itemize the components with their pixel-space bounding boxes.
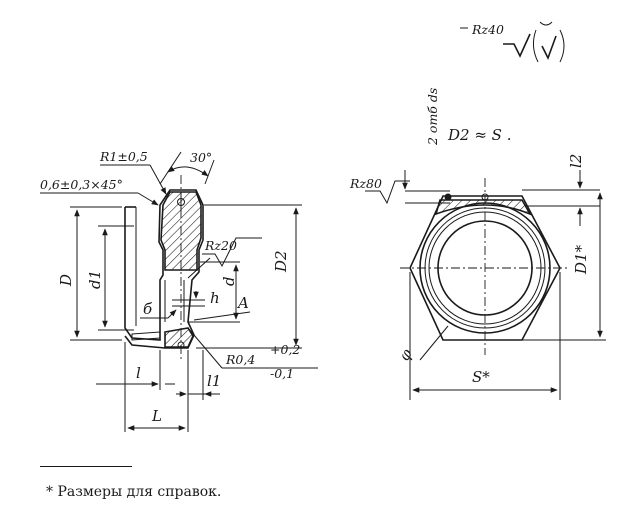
dim-L: L: [151, 407, 162, 425]
general-roughness: Rz40: [460, 21, 565, 63]
dim-l2: l2: [567, 154, 585, 168]
dim-l: l: [136, 364, 141, 382]
section-hatch-bottom: [164, 327, 194, 348]
chamfer-note: 0,6±0,3×45°: [40, 177, 123, 192]
finish-bore: Rz20: [204, 238, 237, 253]
footnote-rule: [40, 466, 132, 467]
radius-top: R1±0,5: [99, 149, 148, 164]
dim-b: б: [143, 300, 153, 318]
dim-d1: d1: [86, 270, 104, 289]
dim-h: h: [210, 289, 220, 307]
dim-S: S*: [472, 368, 490, 386]
finish-face: Rz80: [349, 176, 382, 191]
footnote: * Размеры для справок.: [46, 484, 222, 500]
runout-note: 2 отб ds: [425, 88, 440, 146]
radius-groove: R0,4: [225, 352, 255, 367]
dim-d: d: [220, 276, 238, 286]
side-view: D d1 d D2 30° R1±0,5 0,6±0,3×45° Rz20: [40, 149, 318, 432]
angle-30: 30°: [190, 150, 212, 165]
technical-drawing: D d1 d D2 30° R1±0,5 0,6±0,3×45° Rz20: [40, 21, 606, 432]
radius-groove-tol-lower: -0,1: [270, 366, 294, 381]
dim-D1: D1*: [572, 244, 590, 275]
dim-A: A: [236, 294, 249, 312]
dim-D: D: [57, 274, 75, 287]
front-view: Rz80 2 отб ds D2 ≈ S . l2 D1* φ S*: [349, 88, 606, 400]
dim-D2: D2: [272, 250, 290, 273]
radius-groove-tol-upper: +0,2: [270, 342, 300, 357]
dim-l1: l1: [207, 372, 221, 390]
finish-general: Rz40: [471, 22, 504, 37]
dim-phi: φ: [395, 345, 416, 364]
relation-D2-S: D2 ≈ S .: [447, 126, 512, 144]
